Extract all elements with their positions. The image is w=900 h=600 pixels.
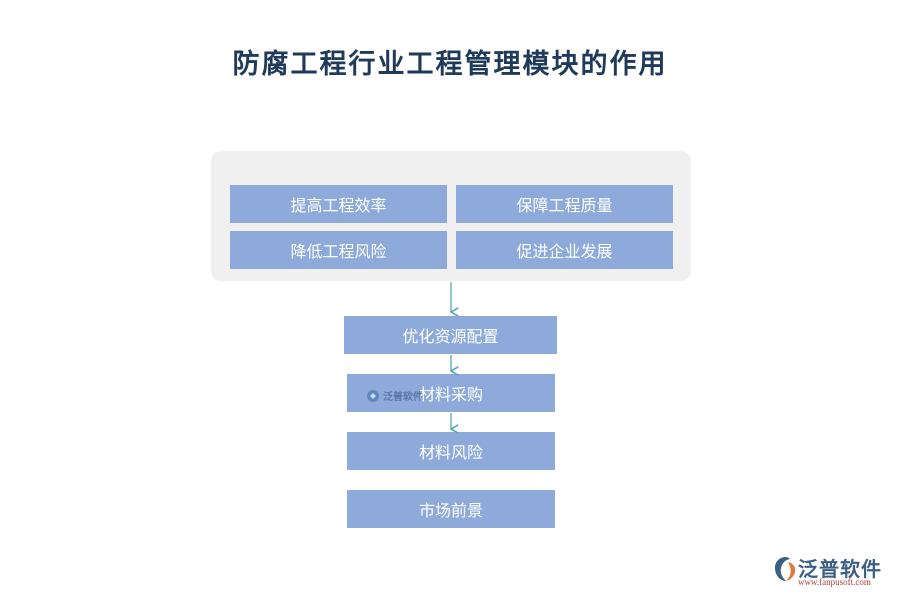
fanpu-logo-icon <box>367 389 379 402</box>
inline-watermark-text: 泛普软件 <box>383 392 423 403</box>
benefit-box-quality: 保障工程质量 <box>456 185 673 223</box>
step-box-market-outlook: 市场前景 <box>347 490 555 528</box>
step-box-material-purchase: 材料采购 <box>347 374 555 412</box>
benefit-box-efficiency: 提高工程效率 <box>230 185 447 223</box>
page-title: 防腐工程行业工程管理模块的作用 <box>232 49 668 80</box>
benefit-box-risk: 降低工程风险 <box>230 231 447 269</box>
inline-watermark: 泛普软件 <box>366 388 423 403</box>
fanpu-logo-icon <box>775 557 796 581</box>
step-box-material-risk: 材料风险 <box>347 432 555 470</box>
step-box-resource-allocation: 优化资源配置 <box>344 316 557 354</box>
benefit-box-development: 促进企业发展 <box>456 231 673 269</box>
brand-logo: 泛普软件 www.fanpusoft.com <box>770 553 890 593</box>
logo-url-text: www.fanpusoft.com <box>798 577 871 587</box>
logo-brand-text: 泛普软件 <box>798 557 882 581</box>
